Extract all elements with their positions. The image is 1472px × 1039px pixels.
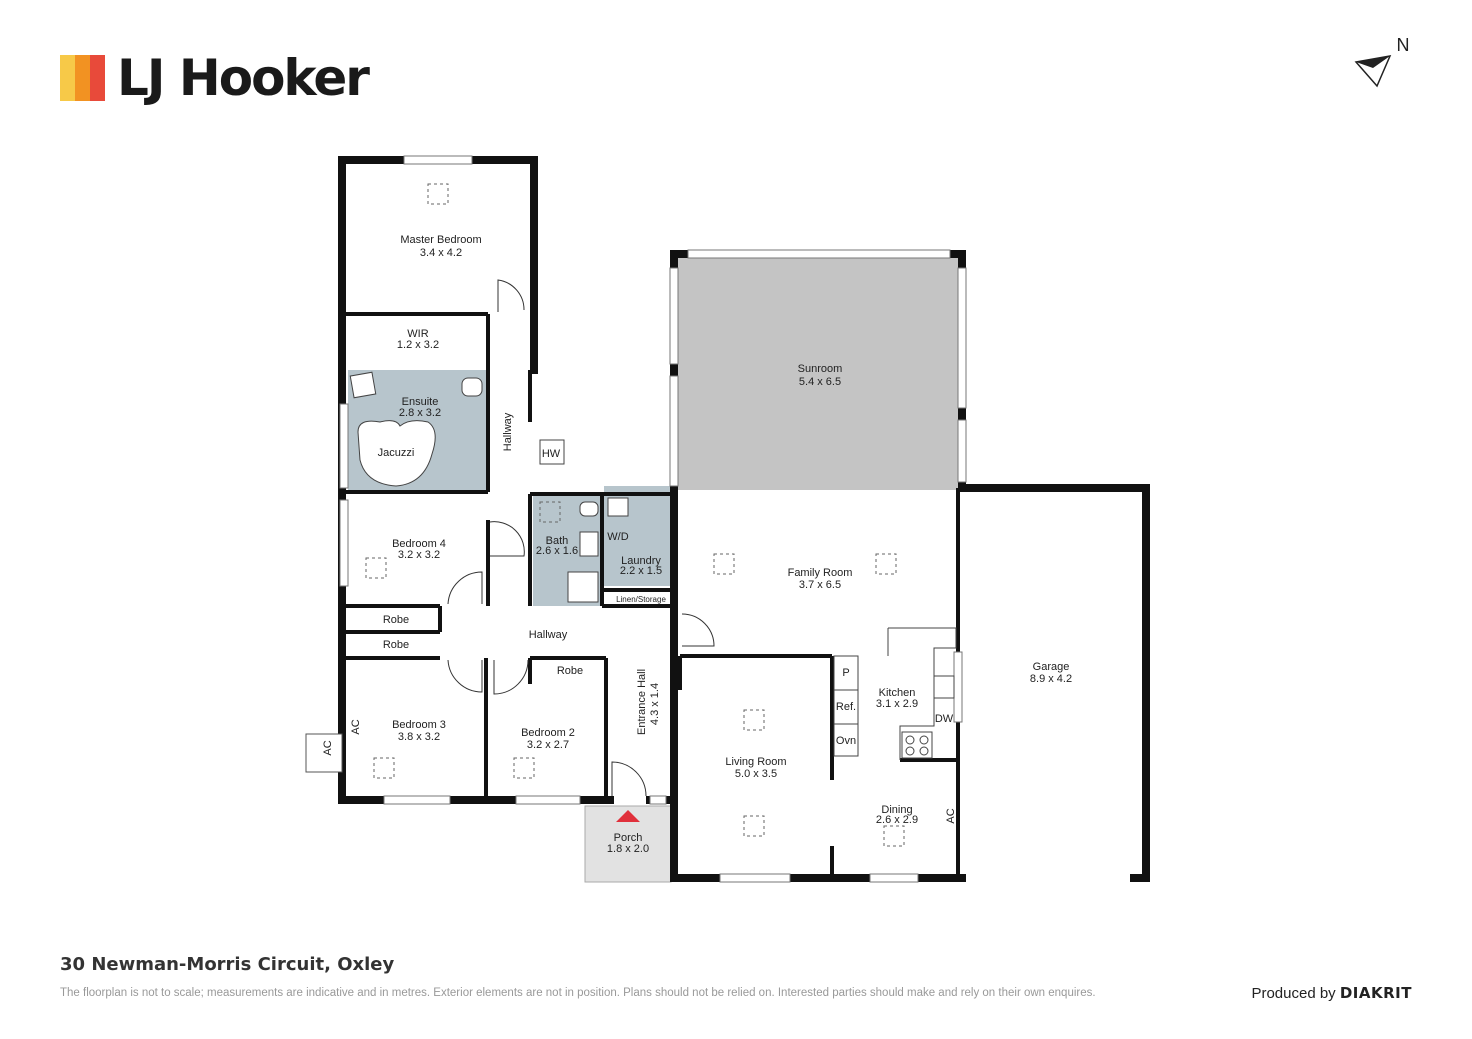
family-room-size: 3.7 x 6.5 — [799, 579, 841, 591]
north-label: N — [1397, 35, 1410, 55]
porch-name: Porch — [614, 832, 643, 844]
kitchen-bench — [834, 627, 957, 760]
sunroom-name: Sunroom — [798, 363, 843, 375]
oven-name: Ovn — [836, 735, 856, 747]
ref-name: Ref. — [836, 701, 856, 713]
toilet-icon — [461, 377, 483, 397]
entrance-hall-name: Entrance Hall — [636, 669, 648, 735]
produced-by: Produced by DIAKRIT — [1251, 984, 1412, 1002]
pantry-name: P — [842, 667, 849, 679]
jacuzzi-tub — [357, 420, 436, 487]
bedroom3-size: 3.8 x 3.2 — [398, 731, 440, 743]
pantry-unit — [833, 655, 859, 757]
robe3-name: Robe — [557, 665, 583, 677]
hw-name: HW — [542, 448, 561, 460]
living-room-size: 5.0 x 3.5 — [735, 768, 777, 780]
bath-toilet-icon — [579, 501, 599, 517]
bedroom4-name: Bedroom 4 — [392, 538, 446, 550]
doors — [447, 279, 715, 797]
dining-size: 2.6 x 2.9 — [876, 814, 918, 826]
bedroom2-name: Bedroom 2 — [521, 727, 575, 739]
laundry-tub-icon — [607, 497, 629, 517]
robe1-name: Robe — [383, 614, 409, 626]
sunroom-fill — [676, 258, 958, 490]
producer-logo: DIAKRIT — [1339, 984, 1412, 1002]
bath-size: 2.6 x 1.6 — [536, 545, 578, 557]
garage-name: Garage — [1033, 661, 1070, 673]
bedroom3-name: Bedroom 3 — [392, 719, 446, 731]
master-bedroom-name: Master Bedroom — [400, 234, 481, 246]
hallway-vertical-name: Hallway — [502, 412, 514, 451]
sunroom-size: 5.4 x 6.5 — [799, 376, 841, 388]
ac-dining-name: AC — [945, 808, 957, 823]
bath-name: Bath — [546, 535, 569, 547]
porch-size: 1.8 x 2.0 — [607, 843, 649, 855]
fixtures — [349, 371, 955, 759]
cooktop-icon — [901, 731, 933, 759]
laundry-size: 2.2 x 1.5 — [620, 565, 662, 577]
logo-wordmark: LJ Hooker — [117, 49, 370, 107]
windows — [339, 155, 967, 883]
shower-icon — [567, 571, 599, 603]
robe2-name: Robe — [383, 639, 409, 651]
property-address: 30 Newman-Morris Circuit, Oxley — [60, 954, 395, 975]
north-arrow-icon: N — [1354, 35, 1410, 88]
wir-name: WIR — [407, 328, 428, 340]
ensuite-name: Ensuite — [402, 396, 439, 408]
ac-bedroom3-name: AC — [350, 719, 362, 734]
kitchen-name: Kitchen — [879, 687, 916, 699]
logo-bar-yellow — [60, 55, 75, 101]
bedroom2-size: 3.2 x 2.7 — [527, 739, 569, 751]
ac-outdoor-unit — [305, 733, 343, 773]
logo-bar-red — [90, 55, 105, 101]
linen-name: Linen/Storage — [616, 595, 666, 604]
header: LJ Hooker — [0, 0, 1472, 130]
living-room-name: Living Room — [725, 756, 786, 768]
family-room-name: Family Room — [788, 567, 853, 579]
lj-hooker-logo: LJ Hooker — [60, 48, 370, 108]
dw-name: DW — [935, 713, 954, 725]
wir-size: 1.2 x 3.2 — [397, 339, 439, 351]
laundry-name: Laundry — [621, 555, 661, 567]
master-bedroom-size: 3.4 x 4.2 — [420, 247, 462, 259]
produced-by-label: Produced by — [1251, 985, 1336, 1002]
garage-size: 8.9 x 4.2 — [1030, 673, 1072, 685]
bath-basin-icon — [579, 531, 599, 557]
vanity-icon — [349, 371, 377, 399]
light-fittings — [365, 183, 905, 847]
kitchen-sink-icon — [933, 675, 955, 699]
dining-name: Dining — [881, 804, 912, 816]
bedroom4-size: 3.2 x 3.2 — [398, 549, 440, 561]
hw-unit — [539, 439, 565, 465]
ac-outside-name: AC — [322, 740, 334, 755]
kitchen-size: 3.1 x 2.9 — [876, 698, 918, 710]
jacuzzi-name: Jacuzzi — [378, 447, 415, 459]
hallway-name: Hallway — [529, 629, 568, 641]
logo-bar-orange — [75, 55, 90, 101]
interior-walls — [342, 312, 960, 878]
entrance-hall-size: 4.3 x 1.4 — [649, 683, 661, 725]
wd-name: W/D — [607, 531, 628, 543]
entry-marker-icon — [616, 810, 640, 822]
ensuite-size: 2.8 x 3.2 — [399, 407, 441, 419]
disclaimer-text: The floorplan is not to scale; measureme… — [60, 987, 1096, 999]
